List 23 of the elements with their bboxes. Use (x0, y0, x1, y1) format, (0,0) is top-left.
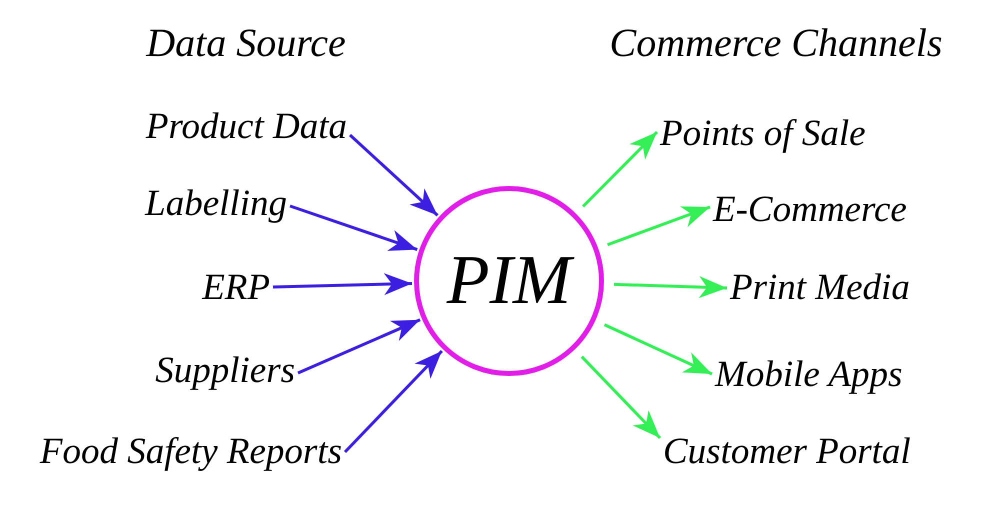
channel-label: Print Media (727, 268, 913, 306)
column-heading: Commerce Channels (610, 23, 942, 63)
arrow (344, 350, 443, 454)
arrow (580, 356, 662, 440)
channel-label: Points of Sale (657, 114, 869, 152)
source-label: Product Data (142, 108, 350, 144)
arrow (604, 323, 713, 376)
arrow (614, 276, 728, 298)
arrow (297, 318, 421, 374)
channel-label: Customer Portal (660, 432, 914, 470)
channel-label: Mobile Apps (712, 356, 906, 392)
source-label: ERP (199, 268, 273, 306)
column-heading: Data Source (146, 23, 346, 63)
arrow (348, 134, 439, 216)
arrow (607, 206, 711, 246)
source-label: Food Safety Reports (36, 432, 345, 470)
arrow (582, 130, 658, 208)
source-label: Suppliers (152, 352, 298, 388)
arrow (290, 204, 418, 251)
channel-label: E-Commerce (710, 190, 910, 228)
source-label: Labelling (142, 184, 290, 222)
arrow (272, 273, 412, 296)
hub-circle (414, 186, 604, 376)
